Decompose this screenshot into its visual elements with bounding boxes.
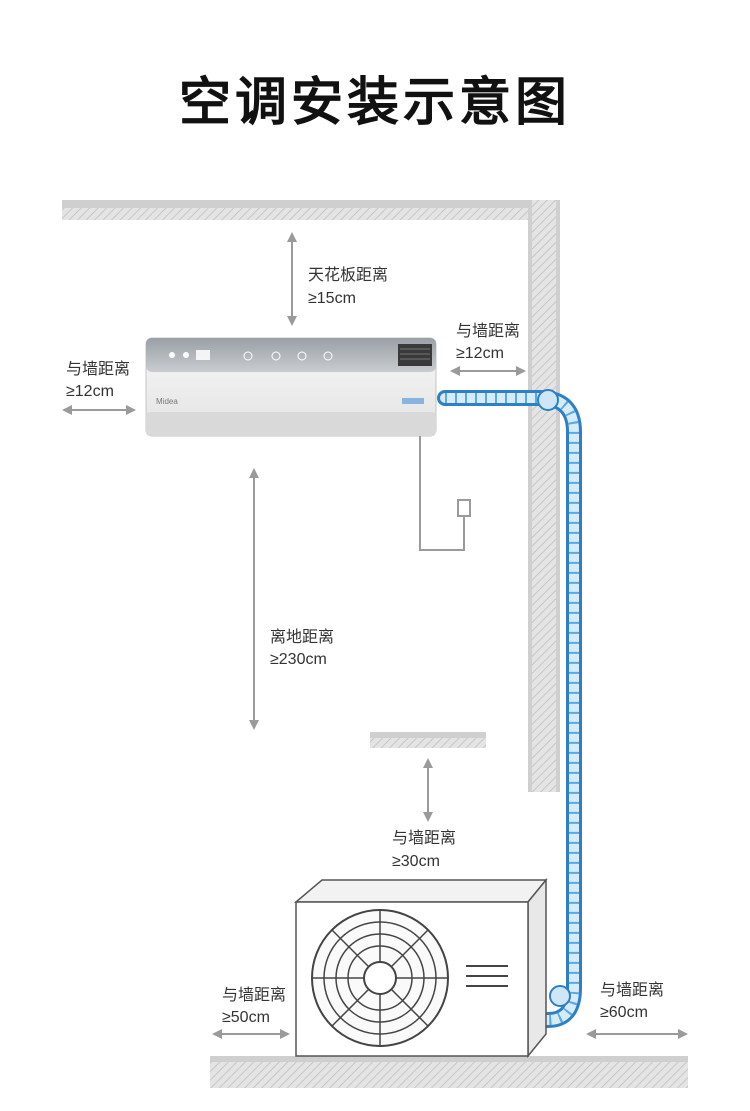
- indoor-unit: Midea: [145, 337, 437, 437]
- shelf-wall: [370, 732, 486, 748]
- outdoor-right-label-line2: ≥60cm: [600, 1004, 648, 1021]
- refrigerant-pipe: [437, 389, 582, 1028]
- floor-label: 离地距离 ≥230cm: [270, 628, 334, 668]
- indoor-left-label-line2: ≥12cm: [66, 383, 114, 400]
- outdoor-top-label-line1: 与墙距离: [392, 829, 456, 847]
- brand-logo: Midea: [156, 397, 178, 406]
- vent-grille: [398, 344, 432, 366]
- side-vents: [466, 965, 508, 987]
- ceiling-arrow: [287, 232, 297, 326]
- outdoor-top-label: 与墙距离 ≥30cm: [392, 829, 456, 870]
- indoor-right-arrow: [450, 366, 526, 376]
- indoor-right-label: 与墙距离 ≥12cm: [456, 322, 520, 362]
- indoor-left-label: 与墙距离 ≥12cm: [66, 360, 130, 400]
- outdoor-right-arrow: [586, 1029, 688, 1039]
- floor-label-line2: ≥230cm: [270, 651, 327, 668]
- outdoor-top-label-line2: ≥30cm: [392, 853, 440, 870]
- indoor-left-label-line1: 与墙距离: [66, 360, 130, 378]
- outdoor-left-label-line2: ≥50cm: [222, 1009, 270, 1026]
- ceiling-label-line2: ≥15cm: [308, 290, 356, 307]
- control-panel: [169, 350, 333, 361]
- floor-arrow: [249, 468, 259, 730]
- ceiling-label: 天花板距离 ≥15cm: [308, 266, 388, 307]
- indoor-left-arrow: [62, 405, 136, 415]
- outdoor-top-arrow: [423, 758, 433, 822]
- indoor-right-label-line1: 与墙距离: [456, 322, 520, 340]
- outdoor-left-arrow: [212, 1029, 290, 1039]
- power-cable: [419, 436, 471, 551]
- indoor-right-label-line2: ≥12cm: [456, 345, 504, 362]
- outdoor-left-label: 与墙距离 ≥50cm: [222, 986, 286, 1026]
- outdoor-right-label: 与墙距离 ≥60cm: [600, 981, 664, 1021]
- power-outlet-icon: [457, 499, 471, 517]
- floor-label-line1: 离地距离: [270, 628, 334, 646]
- page-title: 空调安装示意图: [178, 73, 571, 133]
- right-wall: [528, 200, 560, 792]
- ceiling-label-line1: 天花板距离: [308, 266, 388, 284]
- fan-grille: [311, 909, 449, 1047]
- outdoor-right-label-line1: 与墙距离: [600, 981, 664, 999]
- outdoor-unit: [293, 877, 548, 1059]
- outdoor-left-label-line1: 与墙距离: [222, 986, 286, 1004]
- ceiling-wall: [62, 200, 560, 220]
- ground-wall: [210, 1056, 688, 1088]
